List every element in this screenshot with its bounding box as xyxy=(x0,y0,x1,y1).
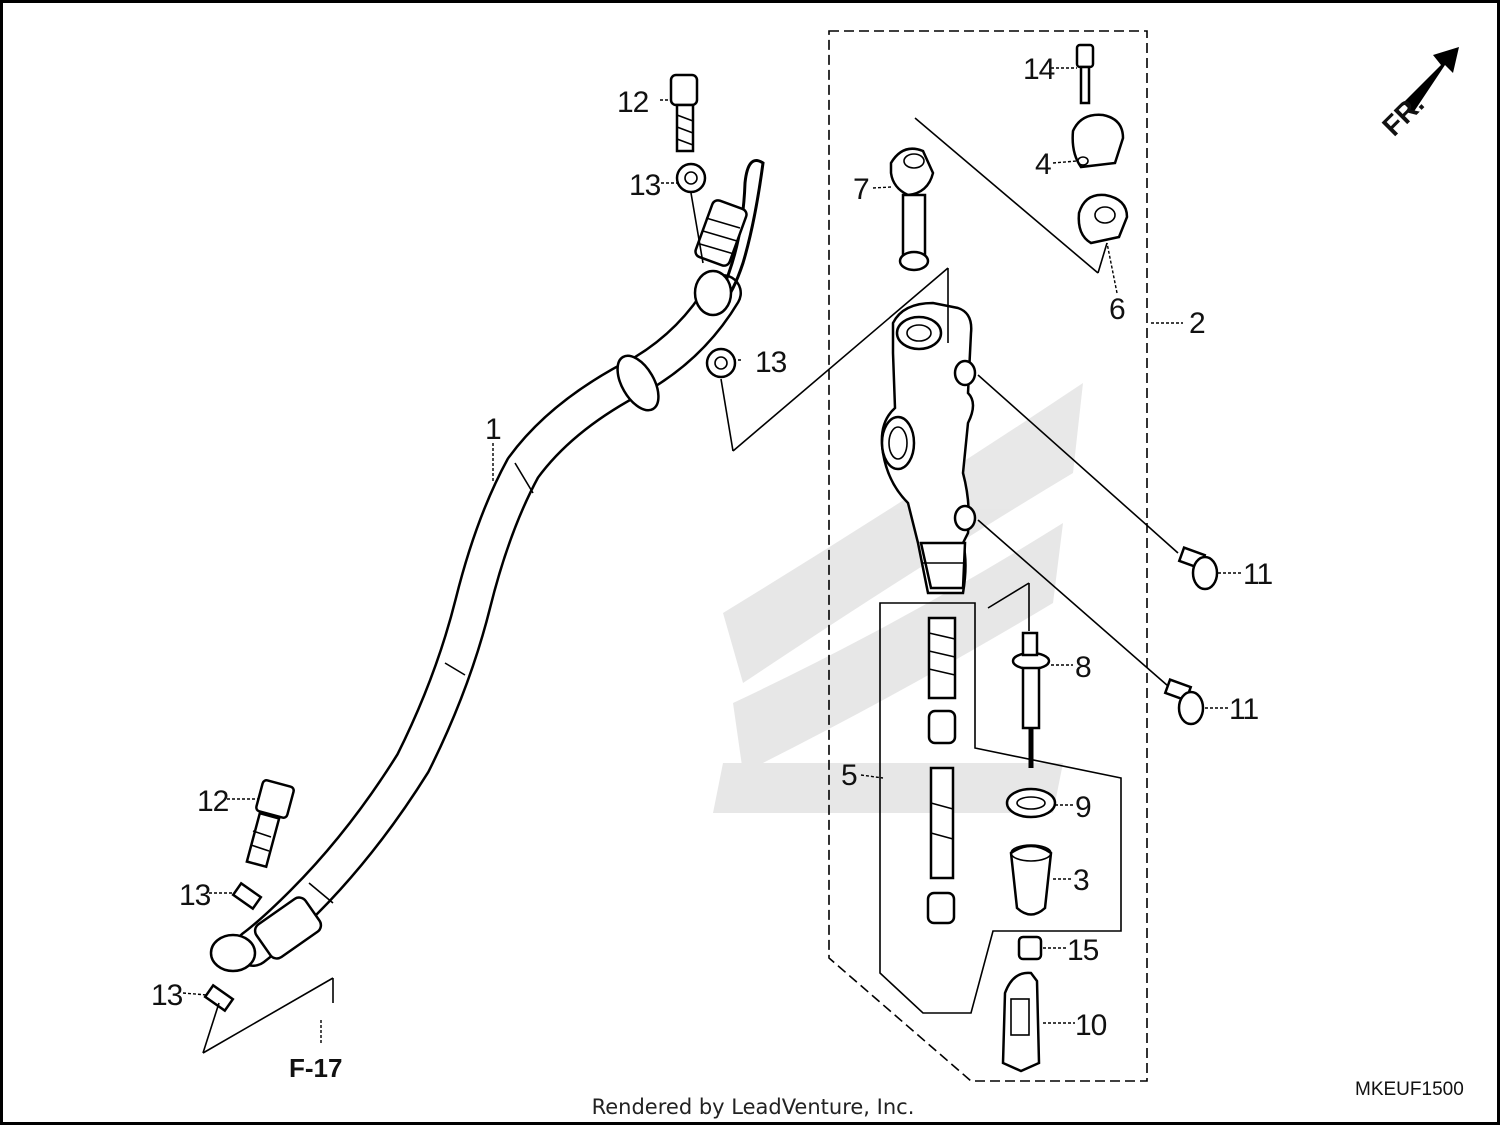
callout-6: 6 xyxy=(1109,293,1125,326)
callout-14: 14 xyxy=(1023,53,1055,86)
callout-9: 9 xyxy=(1075,791,1091,824)
reservoir-joint xyxy=(889,147,935,272)
sealing-washer-lower-1 xyxy=(231,881,263,911)
callout-4: 4 xyxy=(1035,148,1051,181)
brake-hose xyxy=(209,159,765,973)
push-rod xyxy=(1011,631,1051,768)
reservoir-cap xyxy=(1071,113,1125,169)
piston-set xyxy=(879,602,1122,1014)
assembly-outline-2 xyxy=(828,30,1148,1082)
sealing-washer-upper-1 xyxy=(675,162,707,194)
banjo-bolt-upper xyxy=(669,73,699,153)
callout-5: 5 xyxy=(841,759,857,792)
callout-13-bottom: 13 xyxy=(151,979,183,1012)
callout-12-lower: 12 xyxy=(197,785,229,818)
cap-screw xyxy=(1075,43,1095,105)
reference-label: F-17 xyxy=(289,1053,342,1083)
push-rod-clevis xyxy=(1001,971,1041,1073)
diagram-code: MKEUF1500 xyxy=(1355,1079,1464,1100)
callout-2: 2 xyxy=(1189,307,1205,340)
mounting-bolt-lower xyxy=(1163,678,1205,726)
credit-text: Rendered by LeadVenture, Inc. xyxy=(591,1095,915,1119)
front-direction-arrow-icon xyxy=(1403,47,1459,113)
parts-diagram: FR. 1 2 3 4 5 6 7 8 9 10 11 11 12 12 13 … xyxy=(151,30,1464,1100)
callout-10: 10 xyxy=(1075,1009,1107,1042)
callout-11-upper: 11 xyxy=(1243,558,1272,591)
callout-13-middle: 13 xyxy=(755,346,787,379)
callout-8: 8 xyxy=(1075,651,1091,684)
watermark-logo xyxy=(713,383,1083,813)
joint-nut xyxy=(1017,935,1043,961)
master-cylinder-body xyxy=(880,301,977,595)
banjo-bolt-lower xyxy=(245,779,295,869)
boot xyxy=(1009,844,1053,916)
sealing-washer-upper-2 xyxy=(705,347,737,379)
callout-labels: 1 2 3 4 5 6 7 8 9 10 11 11 12 12 13 13 1… xyxy=(151,53,1273,1042)
callout-1: 1 xyxy=(485,413,501,446)
callout-13-lower: 13 xyxy=(179,879,211,912)
circlip xyxy=(1005,787,1057,819)
callout-13-upper: 13 xyxy=(629,169,661,202)
callout-11-lower: 11 xyxy=(1229,693,1258,726)
callout-12-upper: 12 xyxy=(617,86,649,119)
reservoir-plate xyxy=(1077,193,1129,245)
callout-15: 15 xyxy=(1067,934,1099,967)
mounting-bolt-upper xyxy=(1177,546,1219,591)
callout-3: 3 xyxy=(1073,864,1089,897)
callout-7: 7 xyxy=(853,173,869,206)
leader-lines xyxy=(182,67,1241,1054)
sealing-washer-lower-2 xyxy=(203,983,235,1013)
